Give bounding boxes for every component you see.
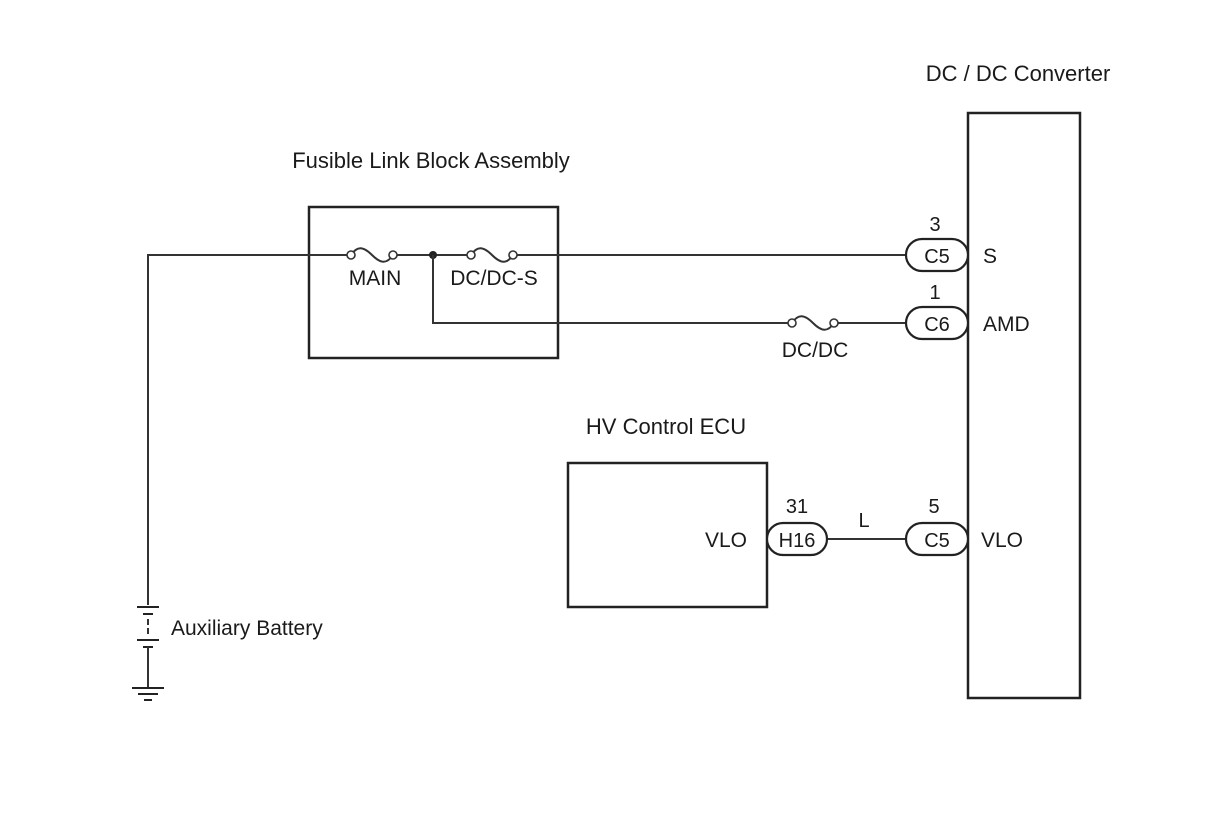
connector-c6-amd-pin: 1 [929,282,940,304]
terminal-vlo-ecu-label: VLO [705,529,747,552]
fusible-link-block-label: Fusible Link Block Assembly [292,148,570,173]
fuse-dcdc-s-label: DC/DC-S [450,267,538,290]
battery-feed-wire [147,254,347,605]
auxiliary-battery-label: Auxiliary Battery [171,617,323,640]
fuse-main [346,247,398,263]
connector-h16 [765,521,829,557]
hv-control-ecu-label: HV Control ECU [586,414,746,439]
amd-branch-wire [432,255,788,324]
dcdc-converter-label: DC / DC Converter [926,61,1111,86]
dcdc-converter-box [966,111,1082,700]
fuse-dcdc-s [466,247,518,263]
terminal-amd-label: AMD [983,313,1030,336]
connector-c5-s-pin: 3 [929,214,940,236]
connector-c6-amd [904,305,970,341]
ground-icon [132,687,164,701]
terminal-s-label: S [983,245,997,268]
connector-c5-vlo-pin: 5 [928,496,939,518]
fuse-dcdc-label: DC/DC [782,339,849,362]
connector-c5-s [904,237,970,273]
wire-color-label: L [858,510,869,532]
connector-c5-s-code: C5 [924,246,950,268]
connector-c5-vlo-code: C5 [924,530,950,552]
hv-control-ecu-box [566,461,769,609]
connector-c6-amd-code: C6 [924,314,950,336]
connector-h16-pin: 31 [786,496,808,518]
battery-symbol [137,606,159,688]
connector-c5-vlo [904,521,970,557]
fuse-main-label: MAIN [349,267,402,290]
fuse-dcdc [787,315,839,331]
terminal-vlo-dcdc-label: VLO [981,529,1023,552]
connector-h16-code: H16 [779,530,816,552]
